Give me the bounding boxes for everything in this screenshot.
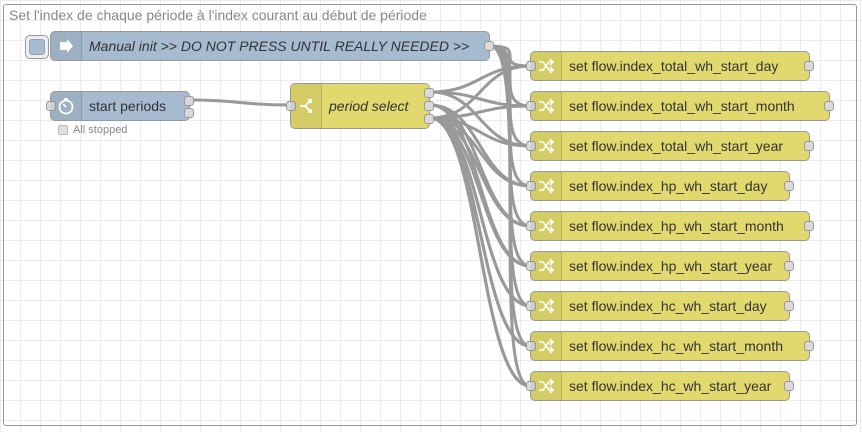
shuffle-icon bbox=[531, 172, 562, 200]
output-port[interactable] bbox=[824, 101, 834, 111]
input-port[interactable] bbox=[526, 261, 536, 271]
shuffle-icon bbox=[531, 52, 562, 80]
output-port-3[interactable] bbox=[424, 114, 434, 124]
output-port[interactable] bbox=[484, 41, 494, 51]
input-port[interactable] bbox=[286, 101, 296, 111]
input-port[interactable] bbox=[526, 301, 536, 311]
input-port[interactable] bbox=[526, 381, 536, 391]
change-node[interactable]: set flow.index_total_wh_start_day bbox=[526, 51, 814, 81]
wire bbox=[489, 44, 531, 388]
wire bbox=[429, 116, 531, 388]
change-node-label: set flow.index_hp_wh_start_day bbox=[569, 178, 768, 194]
arrow-in-icon bbox=[51, 32, 82, 60]
shuffle-icon bbox=[531, 132, 562, 160]
input-port[interactable] bbox=[526, 221, 536, 231]
output-port[interactable] bbox=[804, 141, 814, 151]
manual-init-node[interactable]: Manual init >> DO NOT PRESS UNTIL REALLY… bbox=[50, 31, 494, 61]
input-port[interactable] bbox=[526, 341, 536, 351]
shuffle-icon bbox=[531, 292, 562, 320]
status-dot-icon bbox=[58, 125, 68, 135]
manual-init-inject-button[interactable] bbox=[25, 35, 49, 59]
timer-icon bbox=[51, 92, 82, 120]
start-periods-label: start periods bbox=[89, 98, 167, 114]
output-port[interactable] bbox=[784, 301, 794, 311]
shuffle-icon bbox=[531, 212, 562, 240]
shuffle-icon bbox=[531, 372, 562, 400]
start-periods-node[interactable]: start periods bbox=[46, 91, 194, 121]
switch-icon bbox=[291, 84, 322, 128]
change-node[interactable]: set flow.index_hp_wh_start_day bbox=[526, 171, 794, 201]
change-node-label: set flow.index_hp_wh_start_year bbox=[569, 258, 773, 274]
wire bbox=[429, 64, 531, 94]
shuffle-icon bbox=[531, 332, 562, 360]
output-port[interactable] bbox=[784, 261, 794, 271]
output-port[interactable] bbox=[784, 181, 794, 191]
output-port[interactable] bbox=[804, 341, 814, 351]
output-port-1[interactable] bbox=[424, 88, 434, 98]
change-node-label: set flow.index_hc_wh_start_month bbox=[569, 338, 784, 354]
output-port-1[interactable] bbox=[184, 96, 194, 106]
change-node-label: set flow.index_hc_wh_start_year bbox=[569, 378, 772, 394]
wire bbox=[429, 64, 531, 120]
input-port[interactable] bbox=[526, 181, 536, 191]
change-node[interactable]: set flow.index_hc_wh_start_day bbox=[526, 291, 794, 321]
output-port[interactable] bbox=[804, 61, 814, 71]
period-select-label: period select bbox=[329, 98, 409, 114]
flow-group[interactable] bbox=[3, 4, 857, 426]
period-select-node[interactable]: period select bbox=[286, 83, 434, 129]
input-port[interactable] bbox=[526, 101, 536, 111]
change-node[interactable]: set flow.index_hc_wh_start_year bbox=[526, 371, 794, 401]
change-node[interactable]: set flow.index_total_wh_start_month bbox=[526, 91, 834, 121]
change-node[interactable]: set flow.index_hp_wh_start_year bbox=[526, 251, 794, 281]
change-node[interactable]: set flow.index_hp_wh_start_month bbox=[526, 211, 814, 241]
output-port[interactable] bbox=[784, 381, 794, 391]
change-node-label: set flow.index_total_wh_start_month bbox=[569, 98, 795, 114]
output-port[interactable] bbox=[804, 221, 814, 231]
wire bbox=[189, 98, 291, 107]
shuffle-icon bbox=[531, 252, 562, 280]
input-port[interactable] bbox=[526, 141, 536, 151]
change-node[interactable]: set flow.index_hc_wh_start_month bbox=[526, 331, 814, 361]
output-port-2[interactable] bbox=[424, 101, 434, 111]
input-port[interactable] bbox=[526, 61, 536, 71]
shuffle-icon bbox=[531, 92, 562, 120]
change-node-label: set flow.index_hc_wh_start_day bbox=[569, 298, 767, 314]
input-port[interactable] bbox=[46, 101, 56, 111]
change-node-label: set flow.index_total_wh_start_year bbox=[569, 138, 784, 154]
manual-init-label: Manual init >> DO NOT PRESS UNTIL REALLY… bbox=[89, 38, 470, 54]
change-node-label: set flow.index_total_wh_start_day bbox=[569, 58, 779, 74]
start-periods-status: All stopped bbox=[58, 124, 127, 136]
change-node-label: set flow.index_hp_wh_start_month bbox=[569, 218, 784, 234]
group-label: Set l'index de chaque période à l'index … bbox=[9, 7, 427, 23]
change-node[interactable]: set flow.index_total_wh_start_year bbox=[526, 131, 814, 161]
output-port-2[interactable] bbox=[184, 108, 194, 118]
